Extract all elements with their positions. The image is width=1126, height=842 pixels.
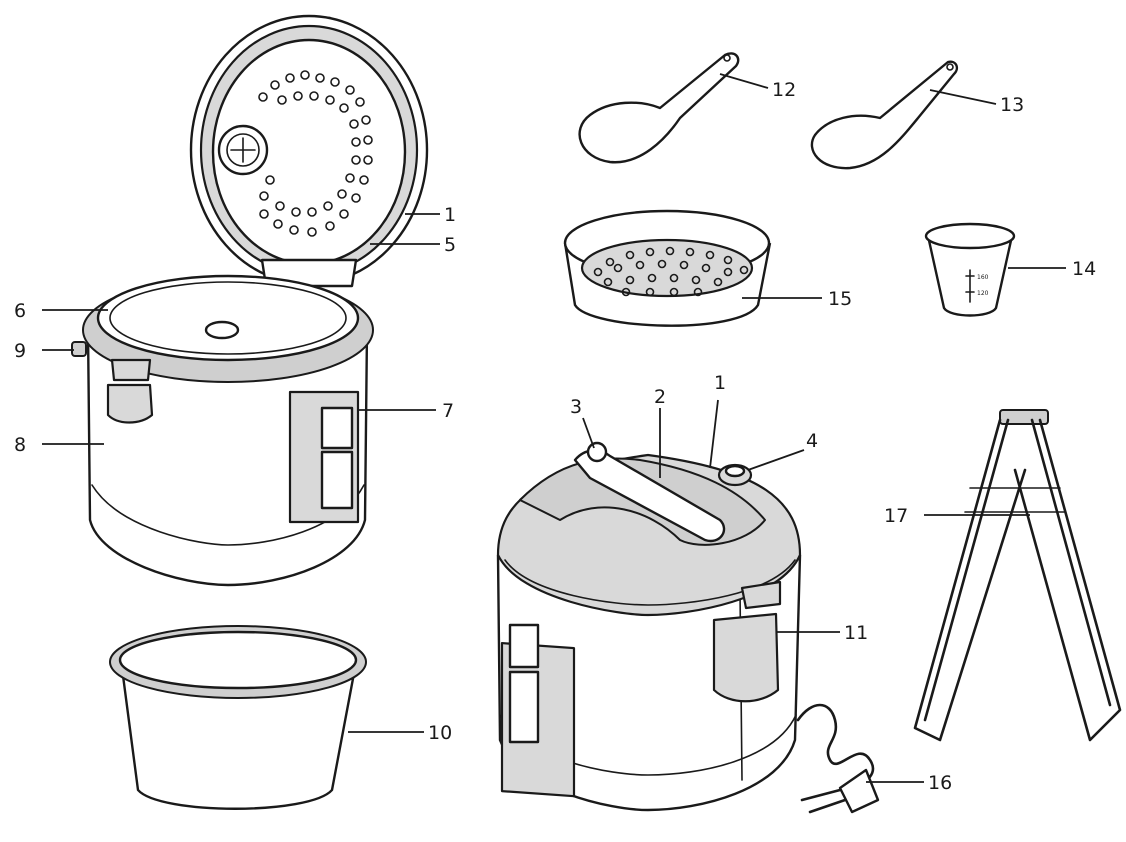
callout-steamer-15: 15 — [828, 288, 852, 310]
callout-closed-3: 3 — [570, 396, 582, 418]
rice-spoon — [578, 52, 740, 164]
open-cooker-body — [71, 274, 374, 587]
cup-scale-160: 160 — [977, 274, 989, 281]
callout-tongs-17: 17 — [884, 505, 908, 527]
callout-lid-1: 1 — [444, 204, 456, 226]
measuring-cup: 160 120 — [924, 222, 1016, 317]
callout-pot-10: 10 — [428, 722, 452, 744]
open-lid — [189, 14, 429, 288]
callout-closed-11: 11 — [844, 622, 868, 644]
cup-scale-120: 120 — [977, 290, 989, 297]
callout-plug-16: 16 — [928, 772, 952, 794]
soup-ladle — [810, 60, 959, 170]
callout-closed-4: 4 — [806, 430, 818, 452]
inner-pot — [109, 625, 367, 810]
lid-holes — [258, 70, 373, 237]
callout-numbers: 1 5 6 9 7 8 10 12 13 15 14 3 2 1 4 11 16… — [14, 79, 1096, 794]
callout-lid-5: 5 — [444, 234, 456, 256]
callout-spoon-12: 12 — [772, 79, 796, 101]
callout-body-7: 7 — [442, 400, 454, 422]
leader-lines — [42, 73, 1066, 783]
callout-ladle-13: 13 — [1000, 94, 1024, 116]
plate-tongs — [913, 409, 1122, 742]
callout-body-6: 6 — [14, 300, 26, 322]
callout-closed-2: 2 — [654, 386, 666, 408]
closed-cooker — [496, 441, 880, 814]
callout-closed-1: 1 — [714, 372, 726, 394]
steamer-basket — [563, 209, 772, 327]
callout-cup-14: 14 — [1072, 258, 1096, 280]
callout-body-9: 9 — [14, 340, 26, 362]
callout-body-8: 8 — [14, 434, 26, 456]
